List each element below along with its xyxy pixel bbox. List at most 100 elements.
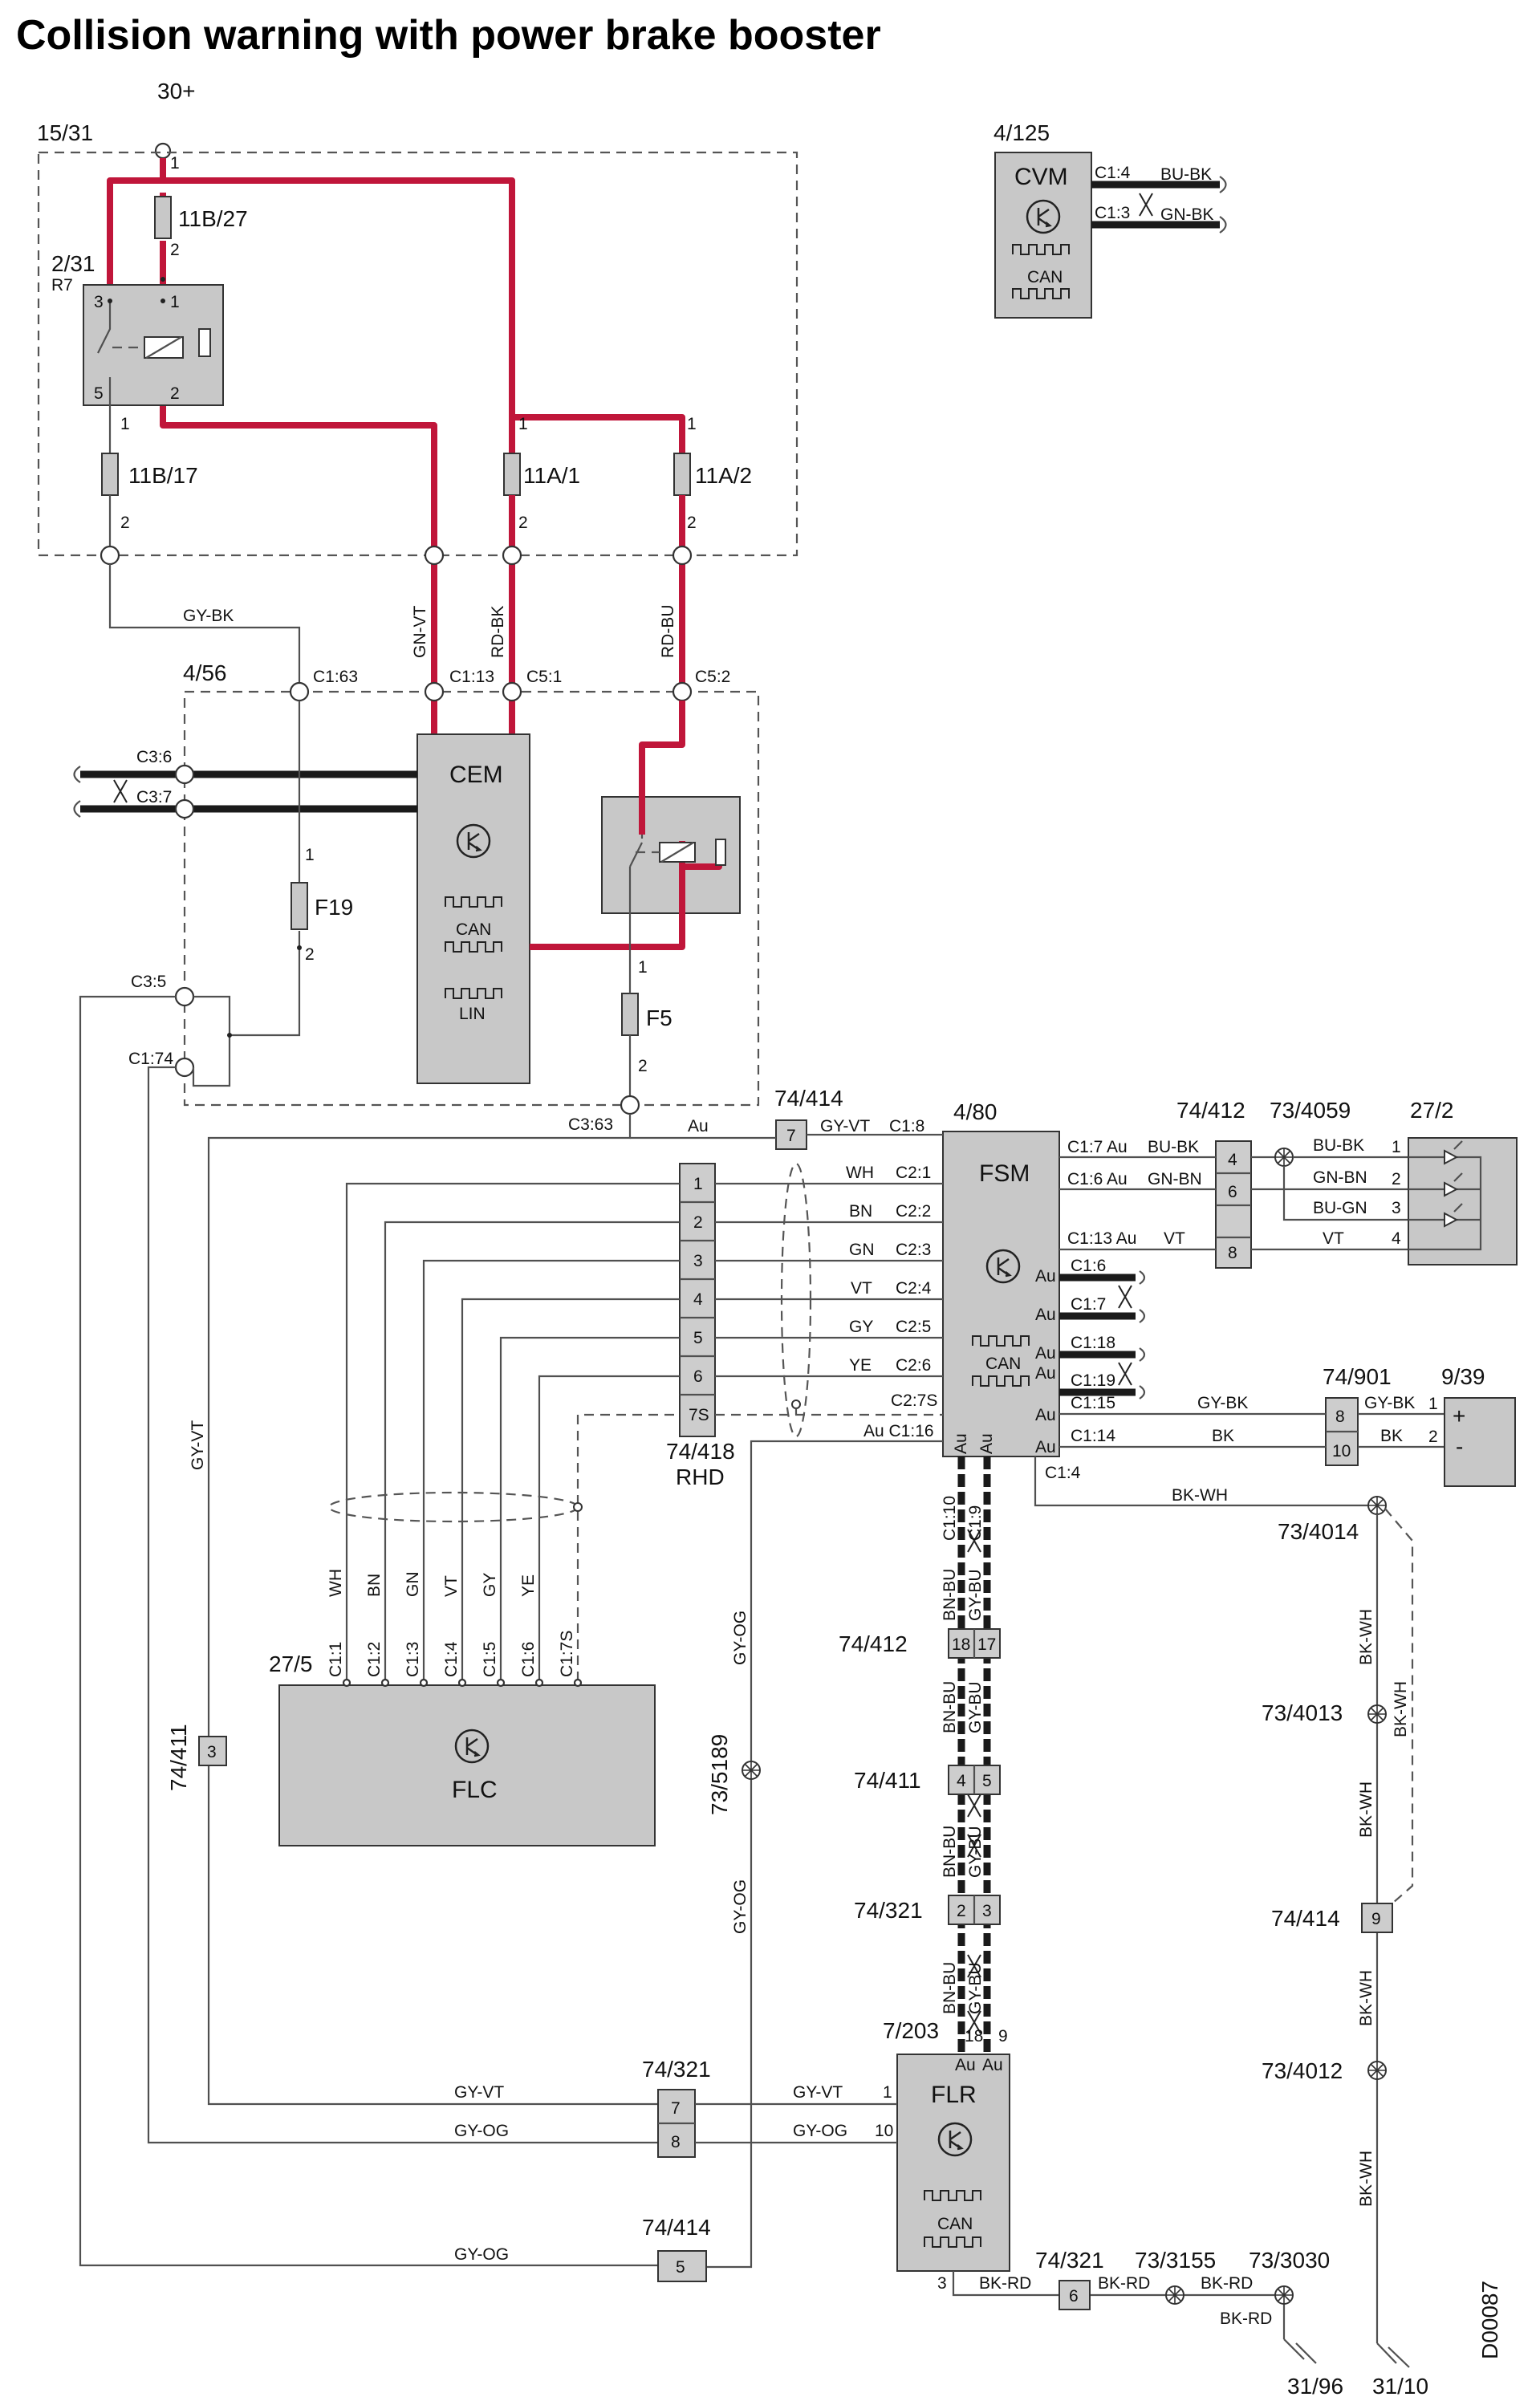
wire-au-label: Au (688, 1117, 709, 1135)
can-wire-bn-bu-2: BN-BU (941, 1681, 959, 1733)
cvm-can-bus (1091, 181, 1220, 229)
svg-text:Au: Au (982, 2056, 1003, 2074)
cem-name: CEM (449, 762, 503, 788)
diagram-title: Collision warning with power brake boost… (16, 12, 881, 59)
gnd-wire-bk-wh-3: BK-WH (1357, 1781, 1375, 1838)
fuse-11a2-pin2: 2 (687, 514, 697, 532)
cem-c5-2: C5:2 (695, 668, 730, 686)
lamp-27-2-id: 27/2 (1410, 1098, 1454, 1123)
wire-gy-vt-vertical-label: GY-VT (189, 1420, 207, 1470)
wire-rd-bu-label: RD-BU (659, 605, 677, 659)
lamp-wire-vt: VT (1323, 1229, 1344, 1248)
wire-bn (384, 1221, 943, 1681)
lamp-pin-3: 3 (1392, 1199, 1401, 1217)
relay-pin-5: 5 (94, 384, 104, 403)
conn-74-414-top-id: 74/414 (774, 1086, 843, 1111)
flc-wire-vt: VT (442, 1575, 461, 1597)
wire-gy-og-left (79, 995, 658, 2267)
wire-bn-label: BN (849, 1202, 872, 1221)
fuse-11a1-pin1: 1 (518, 415, 528, 433)
fsm-c1-13: C1:13 Au (1067, 1229, 1136, 1248)
fsm-c1-6: C1:6 Au (1067, 1170, 1128, 1188)
cem-id: 4/56 (183, 660, 227, 685)
gnd-wire-bk-wh-5: BK-WH (1357, 2151, 1375, 2207)
conn-74-418-sub: RHD (676, 1465, 725, 1489)
svg-text:Au: Au (955, 2056, 976, 2074)
flc-c1-4: C1:4 (442, 1641, 461, 1677)
supply-label: 30+ (157, 79, 196, 104)
flc-c1-6: C1:6 (519, 1642, 538, 1677)
conn-74-414-low (657, 2250, 707, 2282)
conn-74-412-top-id: 74/412 (1176, 1098, 1245, 1123)
conn-74-321-gnd (1058, 2280, 1091, 2310)
flc-c1-1: C1:1 (327, 1642, 345, 1677)
cvm-id: 4/125 (993, 120, 1050, 145)
fsm-c1-18: C1:18 (1071, 1334, 1115, 1352)
fuse-11b17 (101, 453, 119, 496)
flc-wire-wh: WH (327, 1569, 345, 1597)
cem-frame (183, 690, 760, 1107)
wire-gy-vt-left (207, 1114, 658, 2106)
fsm-c2-1: C2:1 (896, 1164, 931, 1182)
conn-74-321-low-pin7: 7 (671, 2099, 681, 2118)
cvm-wire-bu-bk: BU-BK (1160, 165, 1212, 184)
flc-c1-3: C1:3 (404, 1642, 422, 1677)
cem-lin: LIN (459, 1005, 486, 1023)
cem-c1-74: C1:74 (128, 1050, 173, 1068)
fsm-id: 4/80 (953, 1099, 998, 1124)
fsm-wire-bu-bk: BU-BK (1148, 1138, 1199, 1156)
conn-74-411-mid-id: 74/411 (854, 1768, 921, 1793)
fuse-11a1-label: 11A/1 (523, 463, 580, 488)
gnd-wire-bk-wh-4: BK-WH (1357, 1970, 1375, 2026)
flr-name: FLR (931, 2082, 977, 2108)
cvm-c1-3: C1:3 (1095, 204, 1130, 222)
flr-can: CAN (937, 2215, 973, 2233)
conn-74-418-pin6: 6 (693, 1367, 703, 1386)
conn-74-418-pin1: 1 (693, 1175, 703, 1193)
fsm-can: CAN (985, 1355, 1021, 1373)
wire-gn (422, 1259, 943, 1681)
flr-id: 7/203 (883, 2018, 939, 2043)
conn-74-321-low-id: 74/321 (642, 2057, 711, 2082)
splice-73-4014: 73/4014 (1278, 1519, 1359, 1544)
ground-31-10: 31/10 (1372, 2374, 1428, 2399)
conn-74-411-left-pin: 3 (207, 1743, 217, 1761)
speaker-pin2: 2 (1428, 1428, 1438, 1446)
conn-74-418-pin5: 5 (693, 1329, 703, 1347)
splice-73-4013: 73/4013 (1262, 1700, 1343, 1725)
fsm-c1-19: C1:19 (1071, 1371, 1115, 1390)
lamp-wire-bu-gn: BU-GN (1313, 1199, 1367, 1217)
cem-c3-7: C3:7 (136, 788, 172, 806)
conn-74-321-gnd-id: 74/321 (1035, 2248, 1104, 2273)
splice-73-4059: 73/4059 (1270, 1098, 1351, 1123)
can-wire-gy-bu-3: GY-BU (966, 1826, 985, 1878)
flr-pin1: 1 (883, 2083, 892, 2102)
flr-gnd-wire-4: BK-RD (1220, 2310, 1272, 2328)
fsm-c1-14: C1:14 (1071, 1427, 1115, 1445)
cem-c5-1: C5:1 (526, 668, 562, 686)
conn-74-901-pin8: 8 (1335, 1408, 1345, 1426)
fsm-c1-8: C1:8 (889, 1117, 924, 1135)
can-wire-gy-bu-2: GY-BU (966, 1681, 985, 1733)
can-wire-gy-bu-1: GY-BU (966, 1569, 985, 1621)
cem-c1-63: C1:63 (313, 668, 358, 686)
flc-wire-ye: YE (519, 1574, 538, 1597)
fsm-c1-16: Au C1:16 (863, 1422, 934, 1440)
wire-gy-og-upper-label: GY-OG (731, 1611, 750, 1665)
relay-box-frame (37, 151, 798, 557)
speaker-plus: + (1453, 1404, 1465, 1428)
flc-wire-bn: BN (365, 1574, 384, 1597)
gnd-wire-bk-wh-1: BK-WH (1357, 1609, 1375, 1665)
conn-74-321-mid-pin3: 3 (982, 1902, 992, 1920)
flc-module (278, 1684, 656, 1846)
fsm-c1-7: C1:7 Au (1067, 1138, 1128, 1156)
conn-74-411-mid-pin4: 4 (957, 1772, 966, 1790)
wire-vt (461, 1298, 943, 1681)
conn-74-414-right-pin: 9 (1371, 1910, 1381, 1928)
flc-id: 27/5 (269, 1651, 313, 1676)
conn-74-418 (679, 1163, 716, 1437)
fuse-f19-label: F19 (315, 895, 353, 920)
cem-can-bus (80, 770, 417, 813)
lamp-pin-4: 4 (1392, 1229, 1401, 1248)
cem-can: CAN (456, 920, 491, 939)
